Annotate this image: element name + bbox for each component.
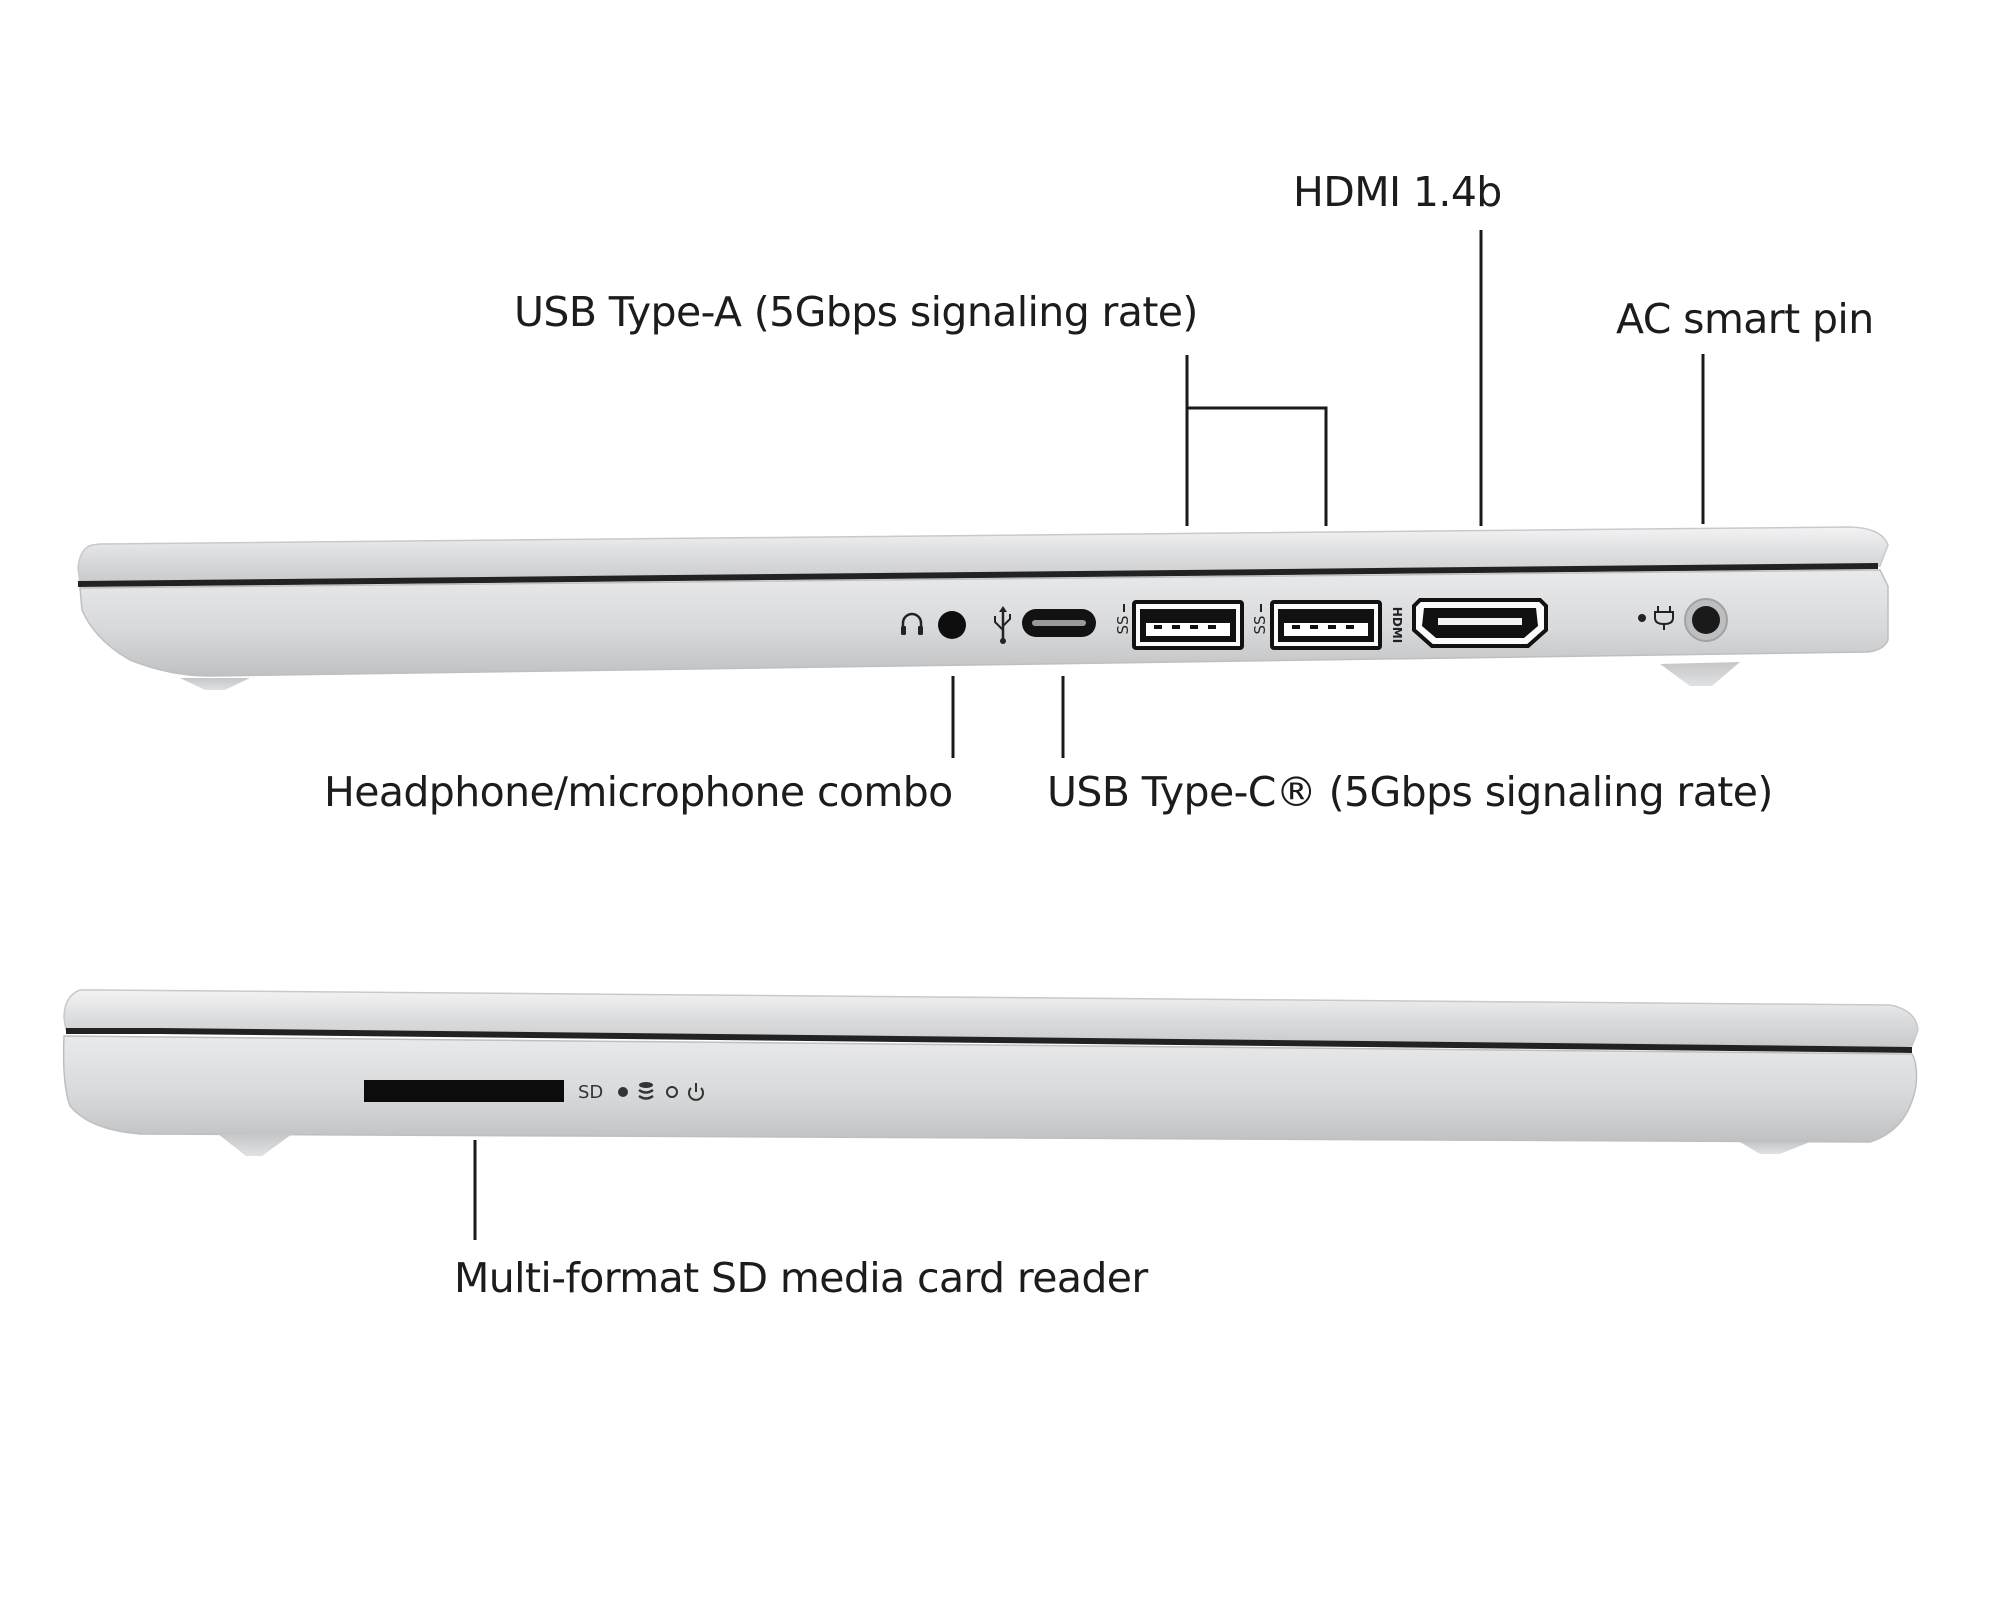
top-laptop-foot-right	[1660, 662, 1740, 686]
svg-text:SS: SS	[1251, 615, 1269, 634]
top-laptop-base	[79, 569, 1889, 677]
usb-type-c-callout-label: USB Type-C® (5Gbps signaling rate)	[1047, 768, 1773, 816]
laptop-left-side: SD	[62, 989, 1919, 1156]
power-led	[666, 1086, 678, 1098]
hdmi-callout-label: HDMI 1.4b	[1293, 168, 1502, 216]
bottom-laptop-base	[62, 1035, 1918, 1143]
bottom-laptop-lid	[63, 989, 1919, 1047]
sd-reader-callout-label: Multi-format SD media card reader	[454, 1254, 1148, 1302]
bottom-laptop-foot-right	[1740, 1142, 1810, 1154]
superspeed-mark-2: SS	[1251, 615, 1269, 634]
svg-text:HDMI: HDMI	[1390, 607, 1404, 643]
sd-card-slot	[364, 1080, 564, 1102]
sd-label: SD	[578, 1082, 603, 1103]
usb-a-leader	[1185, 355, 1328, 526]
leader-lines	[473, 230, 1705, 1240]
usb-type-a-callout-label: USB Type-A (5Gbps signaling rate)	[514, 288, 1198, 336]
usb-icon	[994, 606, 1011, 644]
svg-text:SS: SS	[1114, 615, 1132, 634]
drive-activity-icon	[638, 1082, 654, 1100]
hdmi-logo-mark: HDMI	[1390, 607, 1404, 643]
top-laptop-foot-left	[180, 678, 250, 690]
ac-smart-pin-callout-label: AC smart pin	[1616, 295, 1874, 343]
power-icon	[688, 1083, 704, 1101]
sd-activity-led	[618, 1087, 628, 1097]
charge-led	[1638, 614, 1646, 622]
bottom-laptop-foot-left	[218, 1134, 292, 1156]
headphone-icon	[901, 612, 923, 635]
top-laptop-seam	[77, 563, 1879, 587]
plug-icon	[1654, 606, 1674, 630]
headphone-mic-callout-label: Headphone/microphone combo	[324, 768, 953, 816]
laptop-right-side: SS SS	[77, 526, 1889, 690]
bottom-laptop-seam	[66, 1028, 1913, 1053]
audio-jack-port	[938, 611, 966, 639]
superspeed-mark-1: SS	[1114, 615, 1132, 634]
